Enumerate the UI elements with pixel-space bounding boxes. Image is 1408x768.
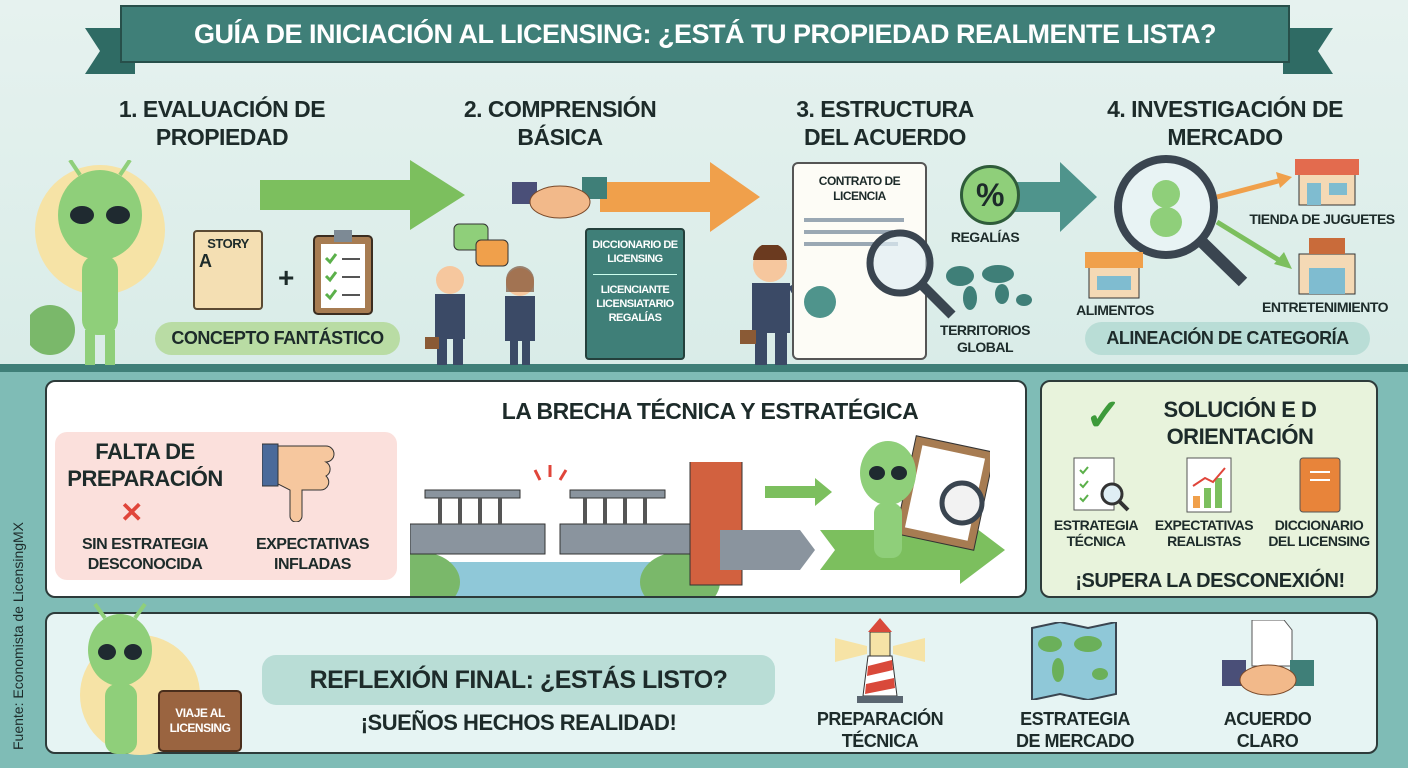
arrow-teal-icon <box>1015 162 1097 232</box>
licensing-dictionary-icon <box>1299 457 1341 513</box>
market-magnifier-icon <box>1114 155 1248 287</box>
territories-label: TERRITORIOS GLOBAL <box>940 322 1030 355</box>
story-scroll-icon: STORY A <box>193 230 263 310</box>
step-2-title: 2. COMPRENSIÓN BÁSICA <box>463 96 657 150</box>
contract-title: CONTRATO DE LICENCIA <box>818 174 901 203</box>
lack-title: FALTA DE PREPARACIÓN <box>67 439 223 491</box>
overcome-disconnection-cta: ¡SUPERA LA DESCONEXIÓN! <box>1075 570 1345 592</box>
food-label: ALIMENTOS <box>1076 302 1154 318</box>
checkmark-icon: ✓ <box>1085 391 1122 440</box>
final-item: PREPARACIÓN TÉCNICA <box>816 709 944 751</box>
final-reflection-title: REFLEXIÓN FINAL: ¿ESTÁS LISTO? <box>262 655 775 705</box>
step-3-title: 3. ESTRUCTURA DEL ACUERDO <box>796 96 974 150</box>
dictionary-book-icon: DICCIONARIO DE LICENSING LICENCIANTE LIC… <box>585 228 685 360</box>
handshake-icon <box>512 177 607 219</box>
solution-item: DICCIONARIO DEL LICENSING <box>1268 517 1370 549</box>
suitcase-label: VIAJE AL LICENSING <box>169 706 231 735</box>
magnifier-icon <box>866 229 956 319</box>
checklist-clipboard-icon <box>313 230 373 315</box>
category-arrows-icon <box>1215 172 1292 269</box>
toy-store-icon <box>1295 159 1359 206</box>
technical-strategy-icon <box>1073 457 1130 512</box>
story-letter: A <box>199 251 212 271</box>
suitcase-icon: VIAJE AL LICENSING <box>158 690 242 752</box>
solution-title: SOLUCIÓN E D ORIENTACIÓN <box>1163 397 1317 449</box>
realistic-expectations-icon <box>1186 457 1232 513</box>
book-term: REGALÍAS <box>608 312 662 324</box>
broken-bridge-icon <box>410 462 743 596</box>
lighthouse-icon <box>835 618 925 703</box>
final-item: ESTRATEGIA DE MERCADO <box>1015 709 1135 751</box>
royalties-label: REGALÍAS <box>950 229 1020 245</box>
world-map-icon <box>946 265 1032 310</box>
agreement-handshake-icon <box>1222 620 1314 696</box>
arrow-green-icon <box>260 160 465 230</box>
food-store-icon <box>1085 252 1143 299</box>
entertainment-label: ENTRETENIMIENTO <box>1261 299 1389 315</box>
toy-store-label: TIENDA DE JUGUETES <box>1249 211 1395 227</box>
book-title: DICCIONARIO DE LICENSING <box>592 239 678 265</box>
alien-mascot-icon <box>30 160 165 365</box>
concept-pill: CONCEPTO FANTÁSTICO <box>155 322 400 355</box>
percent-icon: % <box>960 165 1020 225</box>
book-term: LICENSIATARIO <box>596 298 674 310</box>
speech-bubbles-icon <box>453 223 509 267</box>
dreams-subtitle: ¡SUEÑOS HECHOS REALIDAD! <box>360 710 677 735</box>
book-term: LICENCIANTE <box>600 284 670 296</box>
gap-title: LA BRECHA TÉCNICA Y ESTRATÉGICA <box>501 398 919 424</box>
x-mark-icon: ✕ <box>120 497 143 528</box>
market-map-icon <box>1031 622 1117 700</box>
final-item: ACUERDO CLARO <box>1223 709 1312 751</box>
alien-with-clipboard-icon <box>860 435 990 558</box>
solution-item: EXPECTATIVAS REALISTAS <box>1154 517 1254 549</box>
arrow-orange-icon <box>600 162 760 232</box>
story-label: STORY <box>207 236 249 251</box>
plus-sign: + <box>278 262 294 293</box>
business-people-icon <box>425 266 535 365</box>
thumbs-down-icon <box>262 443 335 522</box>
step-4-title: 4. INVESTIGACIÓN DE MERCADO <box>1107 96 1343 150</box>
solution-item: ESTRATEGIA TÉCNICA <box>1053 517 1139 549</box>
no-strategy-label: SIN ESTRATEGIA DESCONOCIDA <box>81 536 209 573</box>
inflated-label: EXPECTATIVAS INFLADAS <box>255 536 370 573</box>
step-1-title: 1. EVALUACIÓN DE PROPIEDAD <box>118 96 326 150</box>
category-alignment-pill: ALINEACIÓN DE CATEGORÍA <box>1085 322 1370 355</box>
source-credit: Fuente: Economista de LicensingMX <box>10 521 26 750</box>
lack-box <box>55 432 397 580</box>
divider <box>0 364 1408 372</box>
page-title: GUÍA DE INICIACIÓN AL LICENSING: ¿ESTÁ T… <box>120 5 1290 63</box>
entertainment-building-icon <box>1298 238 1356 295</box>
